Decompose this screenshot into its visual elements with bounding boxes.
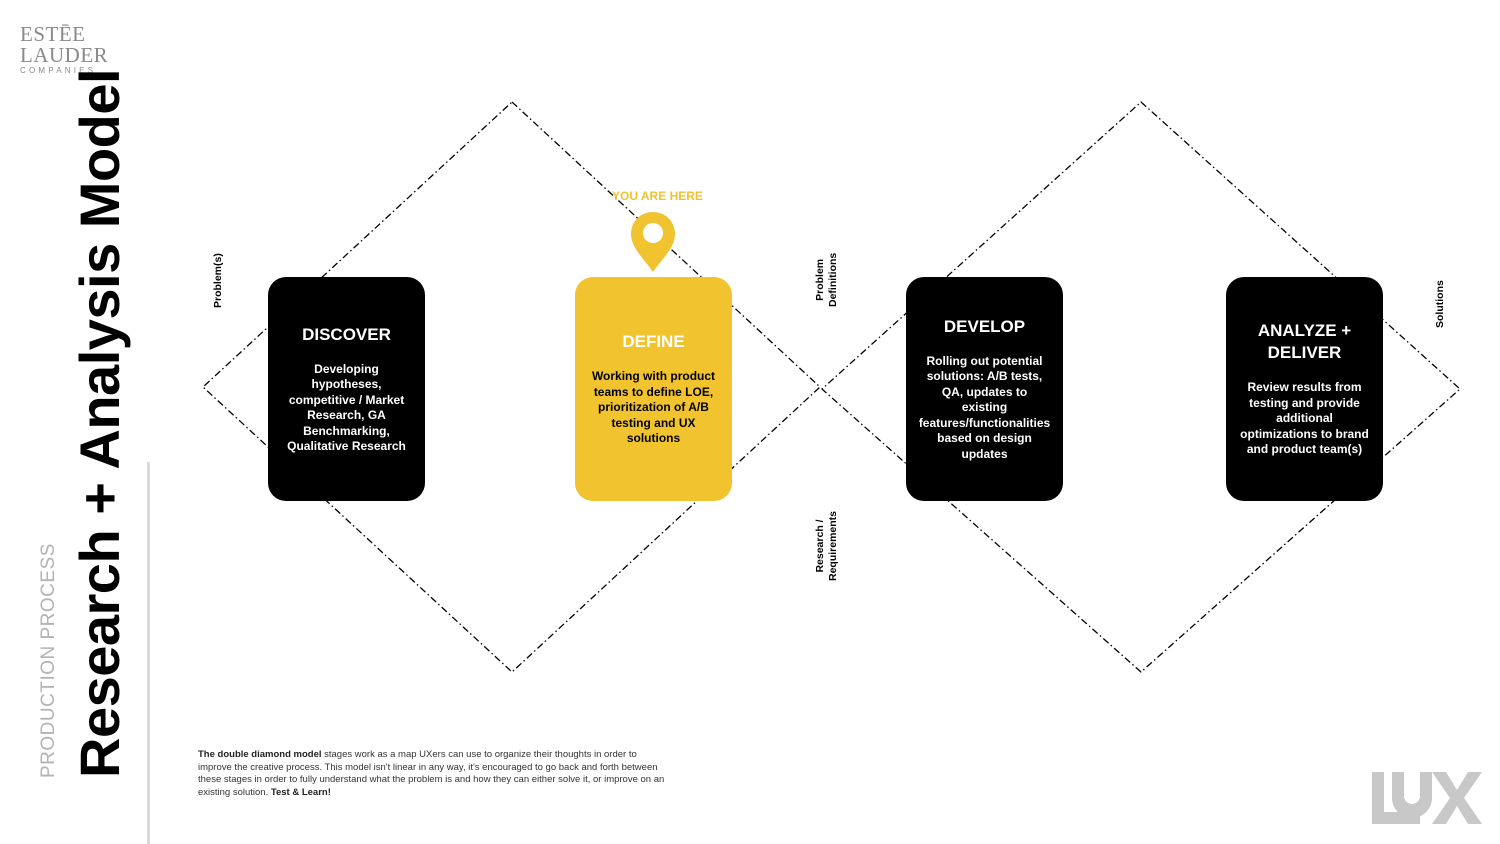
footer-bold-lead: The double diamond model [198, 749, 322, 760]
label-problem-definitions: Problem Definitions [814, 253, 840, 307]
you-are-here-label: YOU ARE HERE [612, 189, 703, 203]
stage-title: DEVELOP [943, 316, 1026, 336]
stage-title: DEFINE [622, 332, 685, 352]
stage-card-analyze-deliver: ANALYZE + DELIVER Review results from te… [1226, 277, 1383, 501]
footer-bold-tail: Test & Learn! [270, 786, 331, 798]
stage-description: Review results from testing and provide … [1240, 380, 1369, 457]
stage-description: Rolling out potential solutions: A/B tes… [918, 353, 1051, 461]
label-research-requirements: Research / Requirements [814, 511, 840, 581]
divider-line [147, 462, 150, 844]
logo-line-2: LAUDER [20, 43, 109, 67]
stage-description: Developing hypotheses, competitive / Mar… [287, 361, 406, 454]
label-solutions: Solutions [1434, 280, 1446, 328]
stage-card-define: DEFINE Working with product teams to def… [575, 277, 732, 501]
logo-line-3: COMPANIES [20, 66, 97, 75]
label-problem-definitions-line1: Problem [814, 258, 826, 301]
footer-body: stages work as a map UXers can use to or… [198, 749, 665, 798]
label-research-requirements-line1: Research / [814, 519, 826, 573]
stage-title: ANALYZE + DELIVER [1257, 321, 1352, 363]
label-problems: Problem(s) [212, 253, 224, 308]
company-logo: ESTĒE LAUDER COMPANIES [20, 24, 110, 76]
label-research-requirements-line2: Requirements [827, 510, 839, 581]
ux-logo-icon [1372, 772, 1482, 824]
stage-card-develop: DEVELOP Rolling out potential solutions:… [906, 277, 1063, 501]
footer-note: The double diamond model stages work as … [198, 749, 668, 799]
label-problem-definitions-line2: Definitions [827, 252, 839, 307]
logo-line-1: ESTĒE [20, 22, 86, 46]
location-pin-icon [631, 212, 675, 272]
stage-title: DISCOVER [302, 324, 391, 344]
stage-card-discover: DISCOVER Developing hypotheses, competit… [268, 277, 425, 501]
stage-description: Working with product teams to define LOE… [591, 369, 716, 446]
